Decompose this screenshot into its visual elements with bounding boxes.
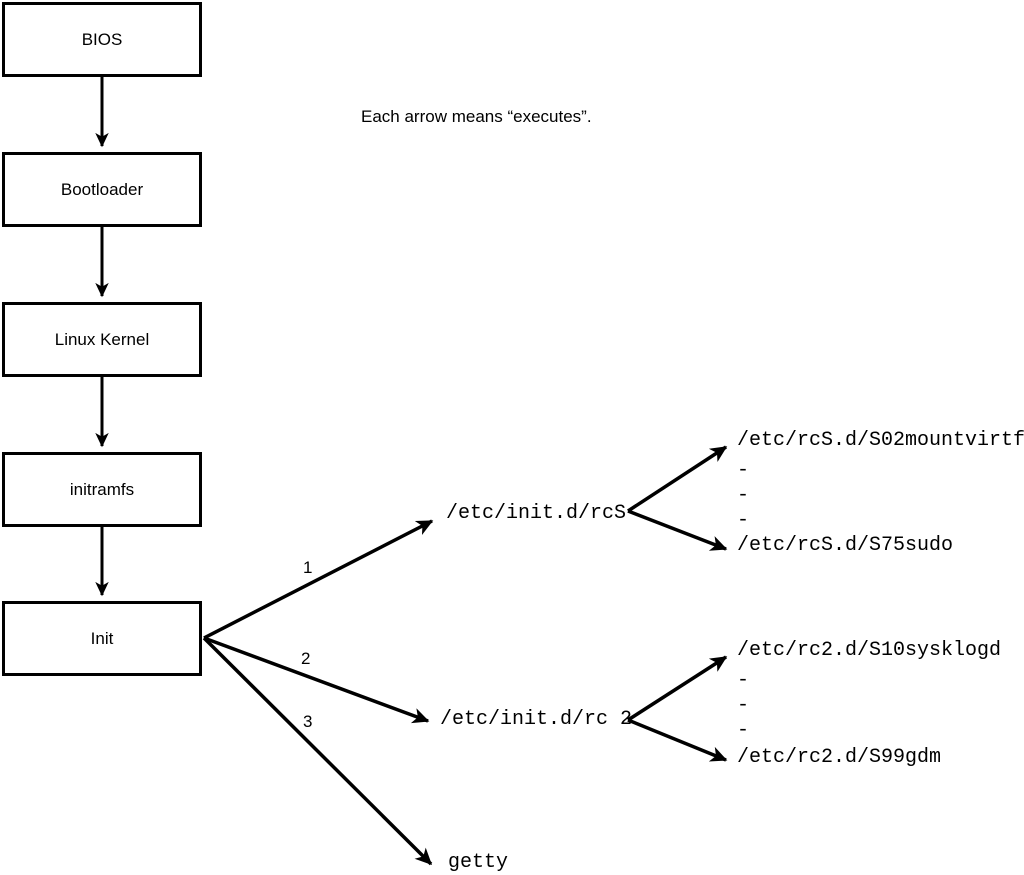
node-bios-label: BIOS — [81, 30, 123, 49]
node-bios[interactable]: BIOS — [2, 2, 202, 77]
rc2-ellipsis-dash-1: - — [737, 669, 750, 692]
node-linux-kernel[interactable]: Linux Kernel — [2, 302, 202, 377]
label-etc-rc2d-s10sysklogd[interactable]: /etc/rc2.d/S10sysklogd — [737, 639, 1002, 662]
edge-rc2-to-gdm — [627, 718, 728, 762]
rc2-ellipsis-dash-3: - — [737, 719, 750, 742]
node-linux-kernel-label: Linux Kernel — [54, 330, 150, 349]
label-etc-rcsd-s02mountvirtfs[interactable]: /etc/rcS.d/S02mountvirtfs — [737, 429, 1024, 452]
label-getty[interactable]: getty — [448, 851, 509, 874]
edge-init-to-rc2 — [203, 636, 430, 724]
node-bootloader[interactable]: Bootloader — [2, 152, 202, 227]
label-etc-init-d-rc-2[interactable]: /etc/init.d/rc 2 — [440, 708, 633, 731]
node-initramfs-label: initramfs — [69, 480, 135, 499]
edge-rc2-to-sysklogd — [627, 655, 728, 722]
edge-rcs-to-sudo — [627, 509, 728, 551]
edge-number-1: 1 — [303, 558, 313, 577]
edge-number-2: 2 — [301, 649, 311, 668]
edge-init-to-getty — [202, 636, 433, 866]
diagram-caption: Each arrow means “executes”. — [361, 107, 592, 126]
label-etc-rcsd-s75sudo[interactable]: /etc/rcS.d/S75sudo — [737, 534, 954, 557]
rcs-ellipsis-dash-1: - — [737, 459, 750, 482]
node-init-label: Init — [90, 629, 114, 648]
node-bootloader-label: Bootloader — [60, 180, 144, 199]
node-initramfs[interactable]: initramfs — [2, 452, 202, 527]
edge-number-3: 3 — [303, 712, 313, 731]
edge-rcs-to-mountvirtfs — [627, 445, 728, 513]
label-etc-init-d-rcs[interactable]: /etc/init.d/rcS — [446, 502, 627, 525]
label-etc-rc2d-s99gdm[interactable]: /etc/rc2.d/S99gdm — [737, 746, 942, 769]
rc2-ellipsis-dash-2: - — [737, 694, 750, 717]
rcs-ellipsis-dash-3: - — [737, 509, 750, 532]
rcs-ellipsis-dash-2: - — [737, 484, 750, 507]
edge-init-to-rcs — [203, 519, 434, 640]
node-init[interactable]: Init — [2, 601, 202, 676]
